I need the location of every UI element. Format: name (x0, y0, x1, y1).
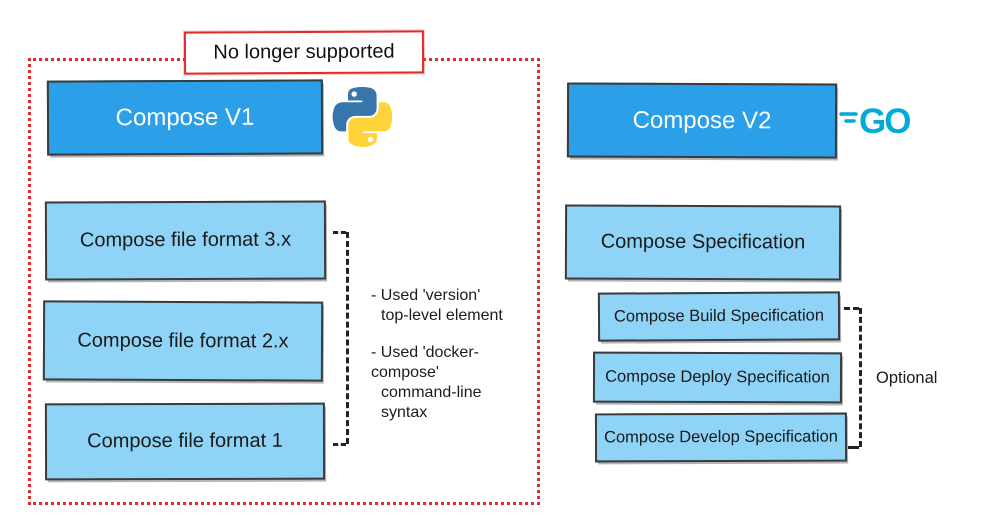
optional-bracket-line (859, 308, 862, 447)
compose-specification-label: Compose Specification (600, 230, 806, 254)
optional-label: Optional (876, 369, 938, 387)
v1-notes-bracket-top-tick (333, 231, 346, 234)
go-icon: GO (838, 99, 934, 141)
note-cli-line1: - Used 'docker-compose' (371, 344, 479, 381)
compose-build-specification-label: Compose Build Specification (613, 306, 825, 326)
v1-notes-bracket-line (346, 232, 349, 444)
compose-deploy-specification-label: Compose Deploy Specification (605, 367, 830, 387)
note-version-line2: top-level element (381, 307, 503, 324)
compose-v1-box: Compose V1 (46, 79, 324, 156)
optional-bracket-bottom-tick (848, 446, 859, 449)
compose-v2-box: Compose V2 (566, 82, 838, 159)
compose-v1-label: Compose V1 (115, 103, 255, 131)
compose-file-format-3x-label: Compose file format 3.x (79, 228, 292, 252)
no-longer-supported-banner: No longer supported (183, 30, 425, 75)
compose-file-format-2x-box: Compose file format 2.x (42, 300, 324, 382)
compose-file-format-1-box: Compose file format 1 (44, 402, 326, 481)
note-cli-line2: command-line syntax (381, 384, 482, 421)
compose-file-format-1-label: Compose file format 1 (87, 429, 283, 453)
note-version: - Used 'version' top-level element (371, 286, 531, 326)
compose-develop-specification-box: Compose Develop Specification (594, 412, 848, 463)
no-longer-supported-label: No longer supported (213, 40, 395, 64)
compose-specification-box: Compose Specification (564, 204, 842, 281)
compose-build-specification-box: Compose Build Specification (597, 291, 841, 342)
v1-notes: - Used 'version' top-level element - Use… (371, 286, 531, 440)
note-cli: - Used 'docker-compose' command-line syn… (371, 343, 531, 423)
compose-develop-specification-label: Compose Develop Specification (604, 427, 838, 447)
go-wordmark: GO (859, 102, 910, 141)
optional-bracket-top-tick (844, 307, 859, 310)
python-icon (332, 86, 393, 148)
v1-notes-bracket-bottom-tick (333, 443, 346, 446)
compose-deploy-specification-box: Compose Deploy Specification (592, 351, 843, 404)
compose-file-format-3x-box: Compose file format 3.x (44, 200, 327, 281)
compose-file-format-2x-label: Compose file format 2.x (77, 329, 289, 352)
note-version-line1: - Used 'version' (371, 287, 481, 304)
compose-v2-label: Compose V2 (632, 106, 772, 134)
